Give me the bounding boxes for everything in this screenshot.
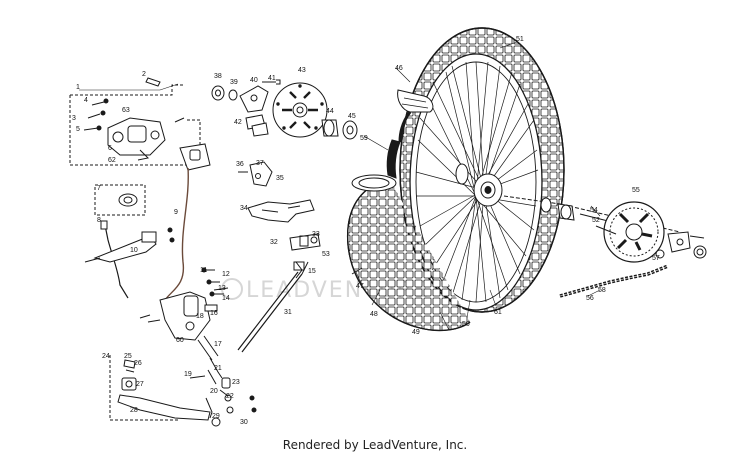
callout-29: 29 (212, 413, 220, 420)
callout-44: 44 (326, 108, 334, 115)
callout-16: 16 (210, 310, 218, 317)
callout-53: 53 (322, 251, 330, 258)
callout-26: 26 (134, 360, 142, 367)
leader-lines (79, 41, 601, 331)
sprocket (603, 201, 665, 263)
callout-63: 63 (122, 107, 130, 114)
callout-1: 1 (76, 84, 80, 91)
brake-disc (272, 82, 328, 138)
callout-38: 38 (214, 73, 222, 80)
chain (559, 264, 669, 298)
brake-pedal (117, 359, 211, 421)
callout-39: 39 (230, 79, 238, 86)
callout-58: 58 (598, 287, 606, 294)
callout-45: 45 (348, 113, 356, 120)
callout-20: 20 (210, 388, 218, 395)
callout-54: 54 (590, 207, 598, 214)
brake-caliper (107, 117, 166, 161)
callout-4: 4 (84, 97, 88, 104)
callout-31: 31 (284, 309, 292, 316)
callout-2: 2 (142, 71, 146, 78)
callout-37: 37 (256, 160, 264, 167)
callout-9: 9 (174, 209, 178, 216)
callout-22: 22 (226, 393, 234, 400)
callout-8: 8 (97, 217, 101, 224)
callout-36: 36 (236, 161, 244, 168)
disc-assembly (211, 79, 358, 223)
callout-51: 51 (516, 36, 524, 43)
callout-41: 41 (268, 75, 276, 82)
callout-24: 24 (102, 353, 110, 360)
callout-49: 49 (412, 329, 420, 336)
callout-10: 10 (130, 247, 138, 254)
spokes (415, 61, 539, 303)
callout-30: 30 (240, 419, 248, 426)
callout-15: 15 (308, 268, 316, 275)
callout-35: 35 (276, 175, 284, 182)
callout-40: 40 (250, 77, 258, 84)
master-cylinder (139, 291, 218, 341)
callout-60: 60 (176, 337, 184, 344)
callout-21: 21 (214, 365, 222, 372)
inner-tube (397, 89, 434, 113)
callout-28: 28 (130, 407, 138, 414)
callout-27: 27 (136, 381, 144, 388)
callout-14: 14 (222, 295, 230, 302)
callout-52: 52 (592, 217, 600, 224)
callout-17: 17 (214, 341, 222, 348)
callout-18: 18 (196, 313, 204, 320)
callout-7: 7 (97, 185, 101, 192)
callout-25: 25 (124, 353, 132, 360)
callout-46: 46 (395, 65, 403, 72)
drive-assembly (503, 195, 707, 298)
callout-13: 13 (218, 285, 226, 292)
callout-33: 33 (312, 231, 320, 238)
callout-55: 55 (632, 187, 640, 194)
callout-6: 6 (108, 145, 112, 152)
callout-59: 59 (360, 135, 368, 142)
callout-12: 12 (222, 271, 230, 278)
callout-23: 23 (232, 379, 240, 386)
brake-assembly (69, 77, 321, 427)
callout-labels: 1 2 3 4 5 6 7 8 9 10 11 12 13 14 15 16 1… (72, 36, 660, 426)
callout-43: 43 (298, 67, 306, 74)
hub (455, 163, 503, 207)
callout-32: 32 (270, 239, 278, 246)
callout-62: 62 (108, 157, 116, 164)
callout-34: 34 (240, 205, 248, 212)
callout-19: 19 (184, 371, 192, 378)
callout-57: 57 (652, 255, 660, 262)
callout-5: 5 (76, 126, 80, 133)
callout-47: 47 (356, 283, 364, 290)
rear-wheel (346, 27, 565, 332)
footer-credit: Rendered by LeadVenture, Inc. (282, 438, 468, 452)
callout-61: 61 (494, 309, 502, 316)
callout-48: 48 (370, 311, 378, 318)
chain-guide (247, 199, 315, 223)
callout-3: 3 (72, 115, 76, 122)
callout-50: 50 (462, 321, 470, 328)
callout-11: 11 (200, 267, 207, 274)
callout-42: 42 (234, 119, 242, 126)
brake-pad (179, 143, 211, 171)
callout-56: 56 (586, 295, 594, 302)
